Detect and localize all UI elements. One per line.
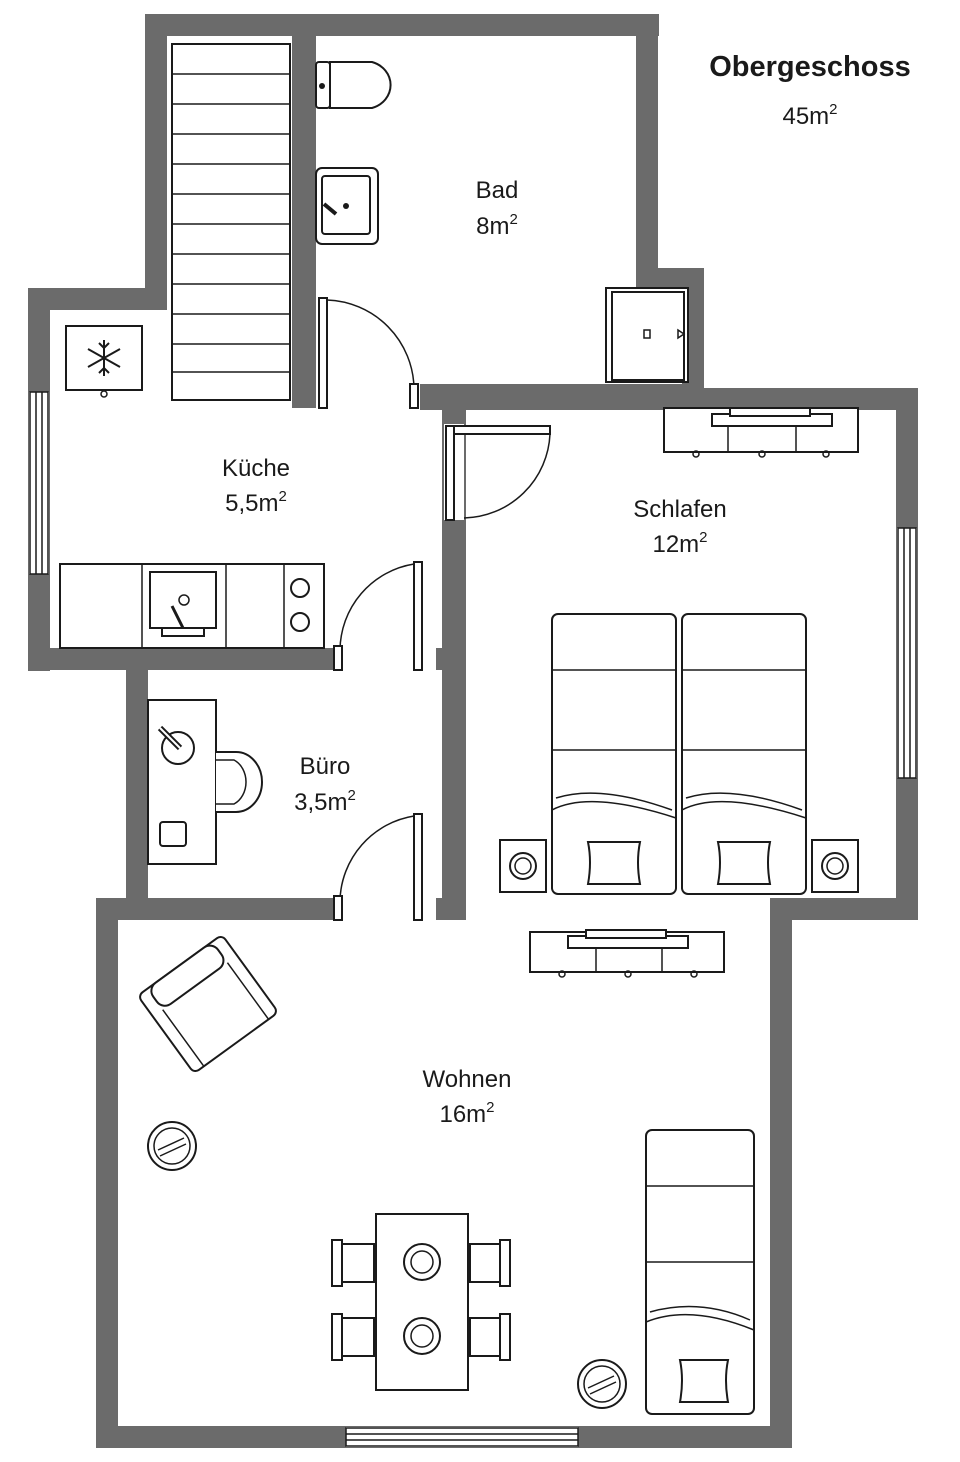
door-schlafen: [445, 425, 551, 521]
window-wohnen: [345, 1427, 579, 1447]
kitchen-sink: [149, 571, 217, 637]
room-label-bad: Bad 8m2: [476, 177, 519, 240]
room-name-schlafen: Schlafen: [633, 496, 726, 523]
door-kueche: [333, 561, 423, 671]
desk: [147, 699, 263, 865]
dining-table: [331, 1213, 511, 1391]
stairs: [171, 43, 291, 401]
room-label-kueche: Küche 5,5m2: [222, 455, 290, 517]
windows: [29, 391, 917, 1447]
floor-title: Obergeschoss: [709, 51, 910, 83]
room-area-wohnen: 16m2: [439, 1099, 494, 1128]
doors: [318, 297, 551, 921]
armchair: [139, 935, 277, 1073]
fridge: [65, 325, 143, 398]
sink-bad: [315, 167, 379, 245]
sofa: [645, 1129, 755, 1415]
kitchen-counter: [59, 563, 325, 649]
stove: [290, 578, 310, 632]
chair-left-1: [331, 1239, 375, 1287]
door-buero: [333, 813, 423, 921]
floor-lamp-left: [147, 1121, 197, 1171]
bed: [551, 613, 807, 895]
room-name-wohnen: Wohnen: [423, 1066, 512, 1093]
room-label-buero: Büro 3,5m2: [294, 753, 356, 816]
toilet: [315, 61, 392, 109]
door-bad: [318, 297, 419, 409]
tv-stand-schlafen: [663, 407, 859, 458]
floor-lamp-right: [577, 1359, 627, 1409]
chair-right-2: [469, 1313, 511, 1361]
room-area-buero: 3,5m2: [294, 787, 356, 816]
room-name-bad: Bad: [476, 177, 519, 204]
room-area-bad: 8m2: [476, 211, 518, 240]
room-area-schlafen: 12m2: [652, 529, 707, 558]
room-name-kueche: Küche: [222, 455, 290, 482]
nightstand-left: [499, 839, 547, 893]
room-label-schlafen: Schlafen 12m2: [633, 496, 726, 558]
tv-stand-wohnen: [529, 929, 725, 978]
floor-area: 45m2: [782, 101, 837, 130]
snowflake-icon: [87, 340, 121, 376]
nightstand-right: [811, 839, 859, 893]
chair-left-2: [331, 1313, 375, 1361]
floor-header: Obergeschoss 45m2: [709, 51, 910, 130]
room-name-buero: Büro: [300, 753, 351, 780]
room-area-kueche: 5,5m2: [225, 488, 287, 517]
chair-right-1: [469, 1239, 511, 1287]
shower: [605, 287, 689, 383]
window-kueche: [29, 391, 49, 575]
window-schlafen: [897, 527, 917, 779]
room-label-wohnen: Wohnen 16m2: [423, 1066, 512, 1128]
